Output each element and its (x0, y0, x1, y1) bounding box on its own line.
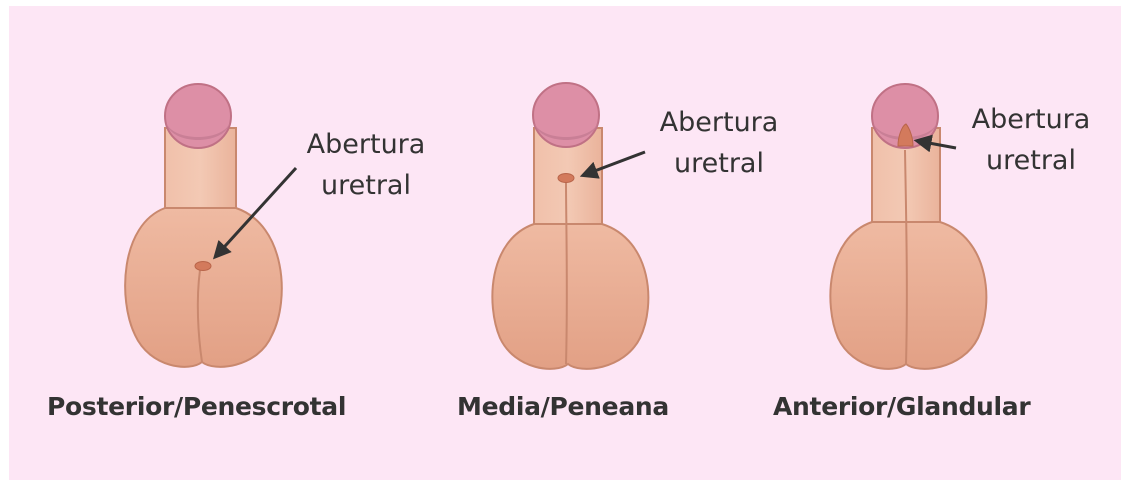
figure-anterior: Abertura uretral (830, 84, 1090, 369)
caption-anterior: Anterior/Glandular (773, 392, 1030, 421)
caption-posterior: Posterior/Penescrotal (47, 392, 346, 421)
figure-media: Abertura uretral (492, 83, 778, 369)
label-line1: Abertura (660, 107, 779, 138)
label-line2: uretral (674, 148, 764, 179)
scrotum (125, 208, 282, 367)
figure-posterior: Abertura uretral (125, 84, 425, 367)
urethral-opening (195, 262, 211, 271)
urethral-opening (558, 174, 574, 183)
raphe (566, 182, 567, 364)
caption-media: Media/Peneana (457, 392, 669, 421)
label-line2: uretral (321, 170, 411, 201)
scrotum (830, 222, 986, 369)
label-line1: Abertura (307, 129, 426, 160)
label-line1: Abertura (972, 104, 1091, 135)
scrotum (492, 224, 648, 369)
label-line2: uretral (986, 145, 1076, 176)
